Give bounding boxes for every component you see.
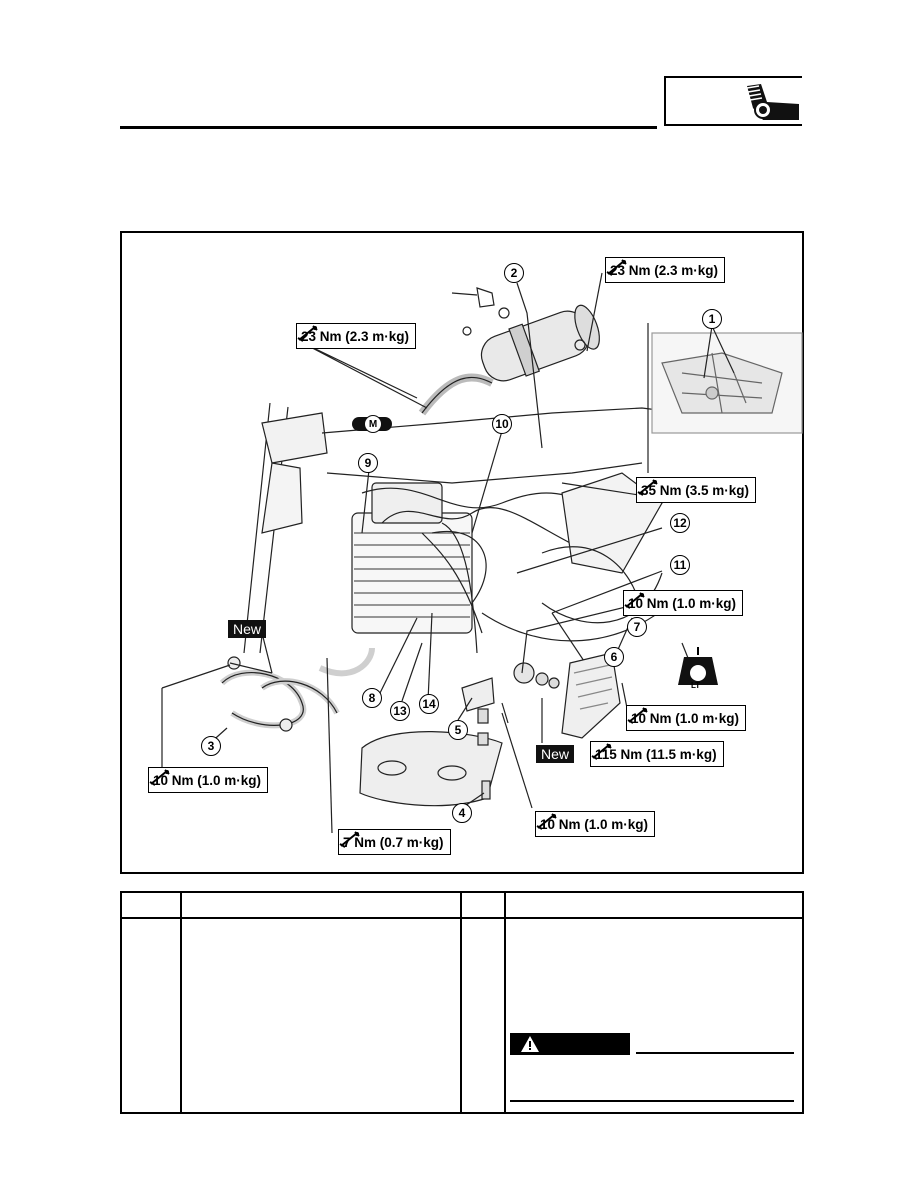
torque-spec-label: 10 Nm (1.0 m·kg) xyxy=(540,816,649,832)
locktite-icon xyxy=(678,647,718,685)
torque-spec-label: 115 Nm (11.5 m·kg) xyxy=(595,746,717,762)
part-number-13: 13 xyxy=(390,701,410,721)
torque-spec-box: 10 Nm (1.0 m·kg) xyxy=(148,767,269,793)
table-column-divider xyxy=(180,893,182,1112)
exhaust-wrench-icon xyxy=(741,78,802,124)
torque-spec-box: 23 Nm (2.3 m·kg) xyxy=(296,323,417,349)
grease-m-marker: M xyxy=(352,415,392,433)
torque-wrench-icon xyxy=(536,813,557,830)
torque-spec-box: 23 Nm (2.3 m·kg) xyxy=(605,257,726,283)
part-number-11: 11 xyxy=(670,555,690,575)
grease-m-label: M xyxy=(364,415,382,433)
torque-spec-label: 7 Nm (0.7 m·kg) xyxy=(343,834,444,850)
part-number-1: 1 xyxy=(702,309,722,329)
torque-spec-label: 23 Nm (2.3 m·kg) xyxy=(301,328,410,344)
warning-bottom-rule xyxy=(510,1100,794,1102)
new-part-tag: New xyxy=(228,620,267,638)
removal-steps-table xyxy=(120,891,804,1114)
part-number-4: 4 xyxy=(452,803,472,823)
torque-spec-box: 10 Nm (1.0 m·kg) xyxy=(535,811,656,837)
torque-spec-box: 35 Nm (3.5 m·kg) xyxy=(636,477,757,503)
torque-spec-label: 35 Nm (3.5 m·kg) xyxy=(641,482,750,498)
torque-spec-label: 10 Nm (1.0 m·kg) xyxy=(153,772,262,788)
torque-wrench-icon xyxy=(591,743,612,760)
torque-wrench-icon xyxy=(149,769,170,786)
torque-spec-label: 23 Nm (2.3 m·kg) xyxy=(610,262,719,278)
locktite-label: LT xyxy=(691,681,701,690)
part-number-8: 8 xyxy=(362,688,382,708)
torque-wrench-icon xyxy=(297,325,318,342)
header-rule xyxy=(120,126,657,129)
section-header-box xyxy=(664,76,802,126)
torque-spec-box: 10 Nm (1.0 m·kg) xyxy=(626,705,747,731)
torque-spec-box: 10 Nm (1.0 m·kg) xyxy=(623,590,744,616)
table-column-divider xyxy=(460,893,462,1112)
table-column-divider xyxy=(504,893,506,1112)
part-number-3: 3 xyxy=(201,736,221,756)
torque-wrench-icon xyxy=(637,479,658,496)
torque-spec-label: 10 Nm (1.0 m·kg) xyxy=(631,710,740,726)
torque-spec-box: 115 Nm (11.5 m·kg) xyxy=(590,741,724,767)
torque-wrench-icon xyxy=(627,707,648,724)
torque-spec-box: 7 Nm (0.7 m·kg) xyxy=(338,829,451,855)
part-number-5: 5 xyxy=(448,720,468,740)
table-header-row xyxy=(122,893,802,919)
torque-spec-label: 10 Nm (1.0 m·kg) xyxy=(628,595,737,611)
part-number-14: 14 xyxy=(419,694,439,714)
torque-wrench-icon xyxy=(339,831,360,848)
warning-triangle-icon xyxy=(521,1036,539,1052)
new-part-tag: New xyxy=(536,745,575,763)
warning-banner xyxy=(510,1033,630,1055)
torque-wrench-icon xyxy=(624,592,645,609)
engine-illustration xyxy=(161,272,803,834)
warning-top-rule xyxy=(636,1052,794,1054)
part-number-2: 2 xyxy=(504,263,524,283)
torque-wrench-icon xyxy=(606,259,627,276)
section-title-cell xyxy=(666,78,743,124)
part-number-7: 7 xyxy=(627,617,647,637)
part-number-6: 6 xyxy=(604,647,624,667)
part-number-9: 9 xyxy=(358,453,378,473)
part-number-12: 12 xyxy=(670,513,690,533)
part-number-10: 10 xyxy=(492,414,512,434)
engine-exploded-diagram: 23 Nm (2.3 m·kg) 23 Nm (2.3 m·kg) 35 Nm … xyxy=(120,231,804,874)
section-icon-cell xyxy=(741,78,802,124)
